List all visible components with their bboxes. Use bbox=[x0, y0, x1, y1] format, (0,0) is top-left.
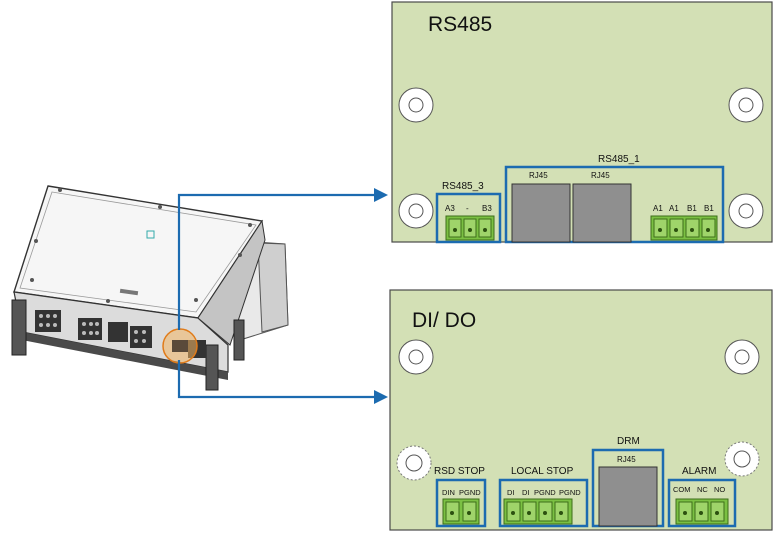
pin-label: A3 bbox=[445, 204, 455, 213]
connector-lines bbox=[177, 193, 376, 399]
rs485-3-label: RS485_3 bbox=[442, 181, 484, 192]
pin-label: PGND bbox=[559, 488, 581, 497]
pin-label: PGND bbox=[534, 488, 556, 497]
rj45-label: RJ45 bbox=[617, 455, 636, 464]
pin-label: A1 bbox=[653, 204, 663, 213]
rsd-stop-label: RSD STOP bbox=[434, 466, 485, 477]
alarm-label: ALARM bbox=[682, 466, 716, 477]
rs485-1-label: RS485_1 bbox=[598, 154, 640, 165]
rsd-stop-highlight bbox=[435, 478, 487, 528]
arrow-right-icon bbox=[374, 390, 388, 404]
terminal-block bbox=[503, 498, 573, 525]
pin-label: A1 bbox=[669, 204, 679, 213]
rj45-label: RJ45 bbox=[591, 171, 610, 180]
dido-panel: DI/ DO RSD STOP DIN PGND LOCAL STOP DI D… bbox=[389, 289, 773, 531]
arrow-right-icon bbox=[374, 188, 388, 202]
pin-label: DI bbox=[522, 488, 530, 497]
terminal-block bbox=[442, 498, 480, 525]
local-stop-label: LOCAL STOP bbox=[511, 466, 574, 477]
rs485-title: RS485 bbox=[428, 13, 492, 36]
pin-label: NC bbox=[697, 485, 708, 494]
mounting-hole-icon bbox=[728, 87, 764, 123]
rs485-3-highlight bbox=[435, 192, 502, 244]
mounting-hole-icon bbox=[724, 441, 760, 477]
rj45-label: RJ45 bbox=[529, 171, 548, 180]
pin-label: B3 bbox=[482, 204, 492, 213]
drm-label: DRM bbox=[617, 436, 640, 447]
mounting-hole-icon bbox=[724, 339, 760, 375]
alarm-highlight bbox=[667, 478, 737, 528]
pin-label: B1 bbox=[687, 204, 697, 213]
mounting-hole-icon bbox=[398, 87, 434, 123]
mounting-hole-icon bbox=[398, 193, 434, 229]
mounting-hole-icon bbox=[728, 193, 764, 229]
mounting-hole-icon bbox=[396, 445, 432, 481]
rj45-port bbox=[511, 183, 571, 243]
dido-title: DI/ DO bbox=[412, 309, 476, 332]
inverter-illustration bbox=[11, 185, 289, 391]
pin-label: COM bbox=[673, 485, 691, 494]
rj45-port bbox=[598, 466, 658, 527]
mounting-hole-icon bbox=[398, 339, 434, 375]
rs485-panel: RS485 RS485_3 A3 - B3 RS485_1 RJ45 bbox=[391, 1, 773, 244]
terminal-block bbox=[675, 498, 729, 525]
pin-label: PGND bbox=[459, 488, 481, 497]
pin-label: B1 bbox=[704, 204, 714, 213]
pin-label: DI bbox=[507, 488, 515, 497]
rj45-port bbox=[572, 183, 632, 243]
terminal-block bbox=[650, 215, 718, 241]
terminal-block bbox=[445, 215, 495, 241]
pin-label: DIN bbox=[442, 488, 455, 497]
local-stop-highlight bbox=[498, 478, 589, 528]
pin-label: NO bbox=[714, 485, 725, 494]
pin-label: - bbox=[466, 204, 469, 213]
